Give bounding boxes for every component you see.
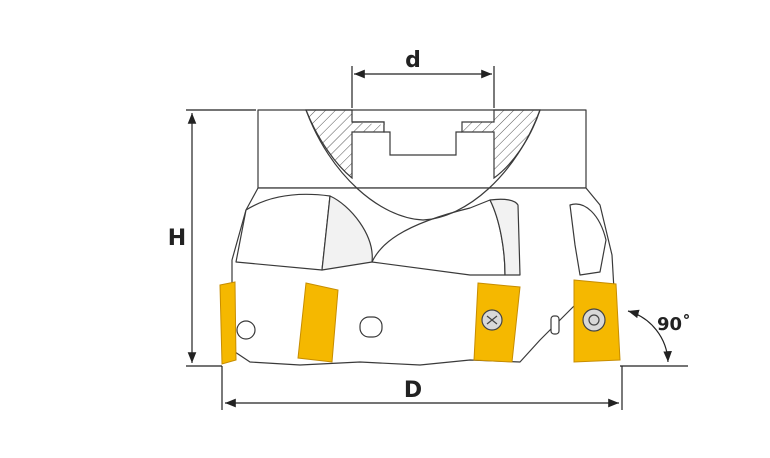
screw-icon xyxy=(582,308,606,332)
flute-5 xyxy=(569,203,607,276)
insert-left xyxy=(297,282,339,363)
insert-right xyxy=(573,279,621,363)
insert-left-end xyxy=(219,281,237,365)
bore-curve xyxy=(305,109,541,221)
bolt-left xyxy=(236,320,256,340)
bore-section xyxy=(305,109,541,221)
keyway xyxy=(352,121,462,156)
insert-center xyxy=(473,282,521,363)
bolt-center xyxy=(359,316,383,338)
label-D: D xyxy=(404,378,422,403)
clamp-bolts xyxy=(236,315,560,340)
dimension-lines xyxy=(186,66,688,410)
label-H: H xyxy=(168,226,186,251)
flute-4 xyxy=(489,198,521,276)
pin-right xyxy=(550,315,560,335)
label-angle: 90˚ xyxy=(657,313,691,335)
dim-angle-arc xyxy=(627,309,672,363)
label-d: d xyxy=(405,48,421,73)
